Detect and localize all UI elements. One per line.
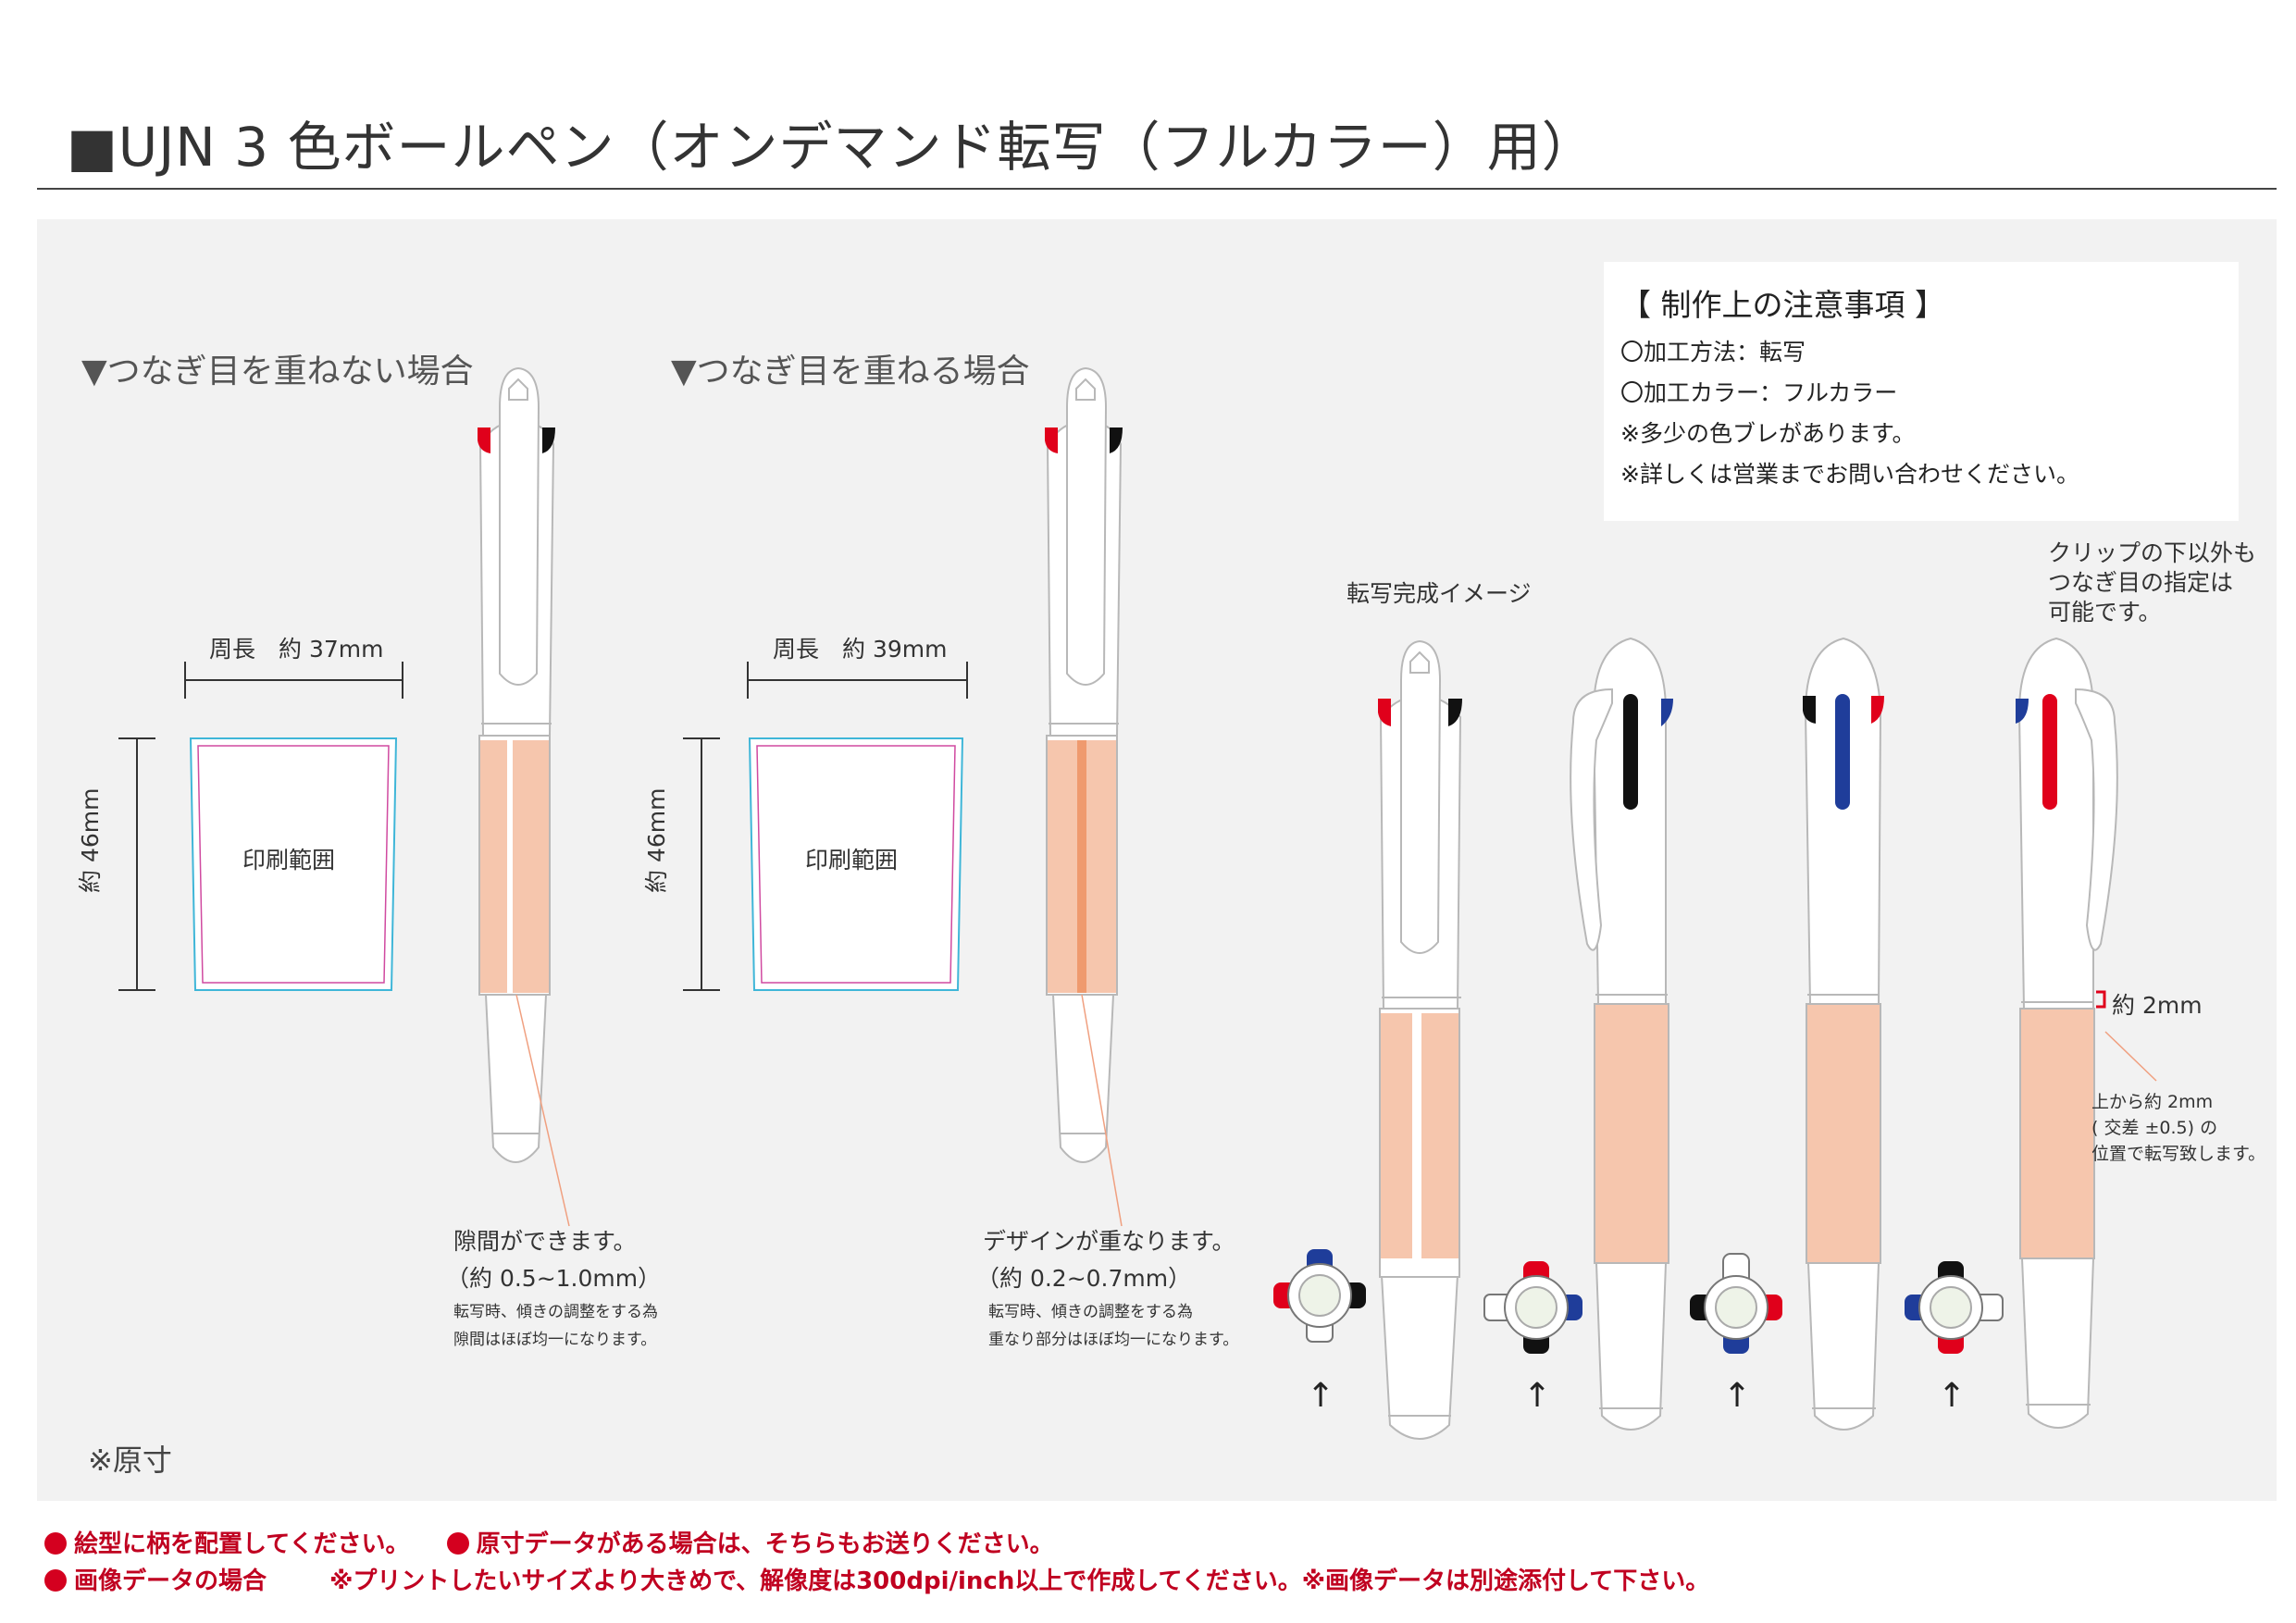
print-area-template-left xyxy=(189,737,398,991)
circumference-label-left: 周長 約 37mm xyxy=(209,636,384,663)
position-note-line-2: ( 交差 ±0.5) の xyxy=(2091,1118,2218,1138)
completion-image-label: 転写完成イメージ xyxy=(1347,580,1532,607)
arrow-up-1: ↑ xyxy=(1307,1377,1335,1415)
gap-small-note-1: 転写時、傾きの調整をする為 xyxy=(453,1303,658,1321)
about-2mm-label: 約 2mm xyxy=(2112,992,2203,1019)
position-note-line-3: 位置で転写致します。 xyxy=(2091,1144,2266,1164)
clip-note: クリップの下以外も つなぎ目の指定は 可能です。 xyxy=(2048,539,2256,627)
arrow-up-3: ↑ xyxy=(1723,1377,1752,1415)
heading-overlap: ▼つなぎ目を重ねる場合 xyxy=(671,353,1030,390)
pen-top-view-1 xyxy=(1273,1249,1366,1343)
pen-top-view-3 xyxy=(1690,1253,1782,1354)
print-area-template-middle xyxy=(748,737,964,991)
notes-warning-2: ※詳しくは営業までお問い合わせください。 xyxy=(1620,461,2079,488)
notes-heading: 【 制作上の注意事項 】 xyxy=(1620,287,1945,323)
bullet-icon xyxy=(446,1532,469,1555)
pen-front-view xyxy=(1378,639,1462,1440)
notes-color: 〇加工カラー：フルカラー xyxy=(1620,379,1898,406)
footer-image-data-note: ※プリントしたいサイズより大きめで、解像度は300dpi/inch以上で作成して… xyxy=(329,1567,1710,1595)
dimension-lines-middle xyxy=(683,662,968,991)
footer-instruction-1: 絵型に柄を配置してください。 xyxy=(74,1530,410,1558)
footer-instruction-2: 原寸データがある場合は、そちらもお送りください。 xyxy=(476,1530,1054,1558)
pen-with-gap xyxy=(478,366,570,1227)
clip-note-line-2: つなぎ目の指定は xyxy=(2048,569,2234,596)
dimension-lines-left xyxy=(118,662,403,991)
page-title: ■UJN 3 色ボールペン（オンデマンド転写（フルカラー）用） xyxy=(67,116,1596,179)
gap-small-note-2: 隙間はほぼ均一になります。 xyxy=(453,1331,657,1349)
circumference-label-middle: 周長 約 39mm xyxy=(773,636,948,663)
height-label-middle: 約 46mm xyxy=(643,787,670,893)
arrow-up-4: ↑ xyxy=(1938,1377,1967,1415)
arrow-up-2: ↑ xyxy=(1523,1377,1552,1415)
clip-note-line-3: 可能です。 xyxy=(2048,599,2162,626)
pen-with-overlap xyxy=(1045,366,1123,1227)
pen-blue-side-view xyxy=(1803,637,1884,1431)
footer-image-data-label: 画像データの場合 xyxy=(74,1567,267,1595)
overlap-small-note-1: 転写時、傾きの調整をする為 xyxy=(988,1303,1193,1321)
footer-line-2: 画像データの場合 ※プリントしたいサイズより大きめで、解像度は300dpi/in… xyxy=(44,1562,1709,1596)
height-label-left: 約 46mm xyxy=(77,787,104,893)
footer-line-1: 絵型に柄を配置してください。 原寸データがある場合は、そちらもお送りください。 xyxy=(44,1525,1054,1559)
overlap-note: デザインが重なります。 xyxy=(983,1228,1235,1255)
pen-black-side-view xyxy=(1570,637,1673,1431)
gap-range: （約 0.5~1.0mm） xyxy=(446,1265,662,1292)
overlap-small-note-2: 重なり部分はほぼ均一になります。 xyxy=(988,1331,1239,1349)
bullet-icon xyxy=(44,1569,67,1592)
print-area-label-middle: 印刷範囲 xyxy=(805,847,899,873)
heading-no-overlap: ▼つなぎ目を重ねない場合 xyxy=(81,353,474,390)
clip-note-line-1: クリップの下以外も xyxy=(2048,539,2257,566)
pen-top-view-2 xyxy=(1483,1261,1582,1354)
pen-red-side-view xyxy=(2016,637,2118,1429)
pen-top-view-4 xyxy=(1905,1261,2004,1354)
print-area-label-left: 印刷範囲 xyxy=(242,847,336,873)
notes-warning-1: ※多少の色ブレがあります。 xyxy=(1620,420,1916,447)
production-notes-box: 【 制作上の注意事項 】 〇加工方法：転写 〇加工カラー：フルカラー ※多少の色… xyxy=(1604,262,2239,521)
gap-note: 隙間ができます。 xyxy=(453,1228,637,1255)
notes-method: 〇加工方法：転写 xyxy=(1620,339,1806,365)
bullet-icon xyxy=(44,1532,67,1555)
position-note: 上から約 2mm ( 交差 ±0.5) の 位置で転写致します。 xyxy=(2091,1089,2265,1167)
overlap-range: （約 0.2~0.7mm） xyxy=(976,1265,1192,1292)
two-mm-bracket xyxy=(2096,990,2157,1082)
title-divider xyxy=(37,188,2277,190)
original-size-note: ※原寸 xyxy=(88,1443,172,1478)
position-note-line-1: 上から約 2mm xyxy=(2091,1092,2214,1112)
